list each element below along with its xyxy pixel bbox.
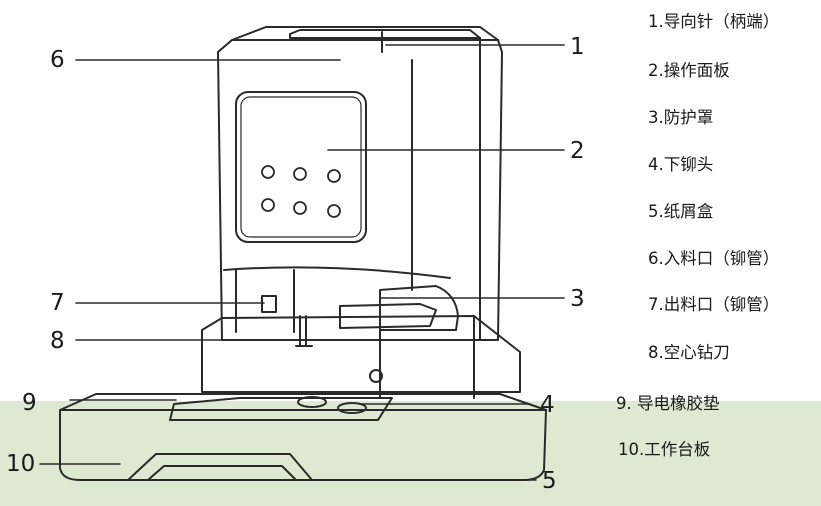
work-plate <box>59 393 547 481</box>
legend-item: 10.工作台板 <box>618 440 711 459</box>
callout-1: 1 <box>570 34 585 60</box>
callout-9: 9 <box>22 390 37 416</box>
panel-button <box>293 167 307 181</box>
protective-cover <box>379 285 459 331</box>
callout-3: 3 <box>570 286 585 312</box>
legend-item: 8.空心钻刀 <box>648 343 730 362</box>
legend-item: 6.入料口（铆管） <box>648 249 780 268</box>
callout-6: 6 <box>50 47 65 73</box>
callout-4: 4 <box>540 392 555 418</box>
highlight-band <box>0 401 821 506</box>
lower-rivet-head <box>297 396 327 408</box>
callout-10: 10 <box>6 451 36 477</box>
legend-item: 7.出料口（铆管） <box>648 295 780 314</box>
legend-item: 4.下铆头 <box>648 155 714 174</box>
callout-7: 7 <box>50 290 65 316</box>
panel-button <box>293 201 307 215</box>
legend-item: 2.操作面板 <box>648 61 730 80</box>
guide-pin <box>377 31 387 53</box>
callout-8: 8 <box>50 328 65 354</box>
panel-button <box>261 198 275 212</box>
top-opening <box>289 29 481 39</box>
top-housing-rim <box>231 26 499 41</box>
control-panel <box>235 91 367 243</box>
callout-2: 2 <box>570 138 585 164</box>
screw <box>369 369 383 383</box>
legend-item: 9. 导电橡胶垫 <box>616 394 720 413</box>
drill-bit <box>295 315 313 347</box>
legend-item: 1.导向针（柄端） <box>648 12 780 31</box>
callout-5: 5 <box>542 468 557 494</box>
panel-button <box>327 169 341 183</box>
outlet-square <box>261 295 277 313</box>
legend-item: 5.纸屑盒 <box>648 202 714 221</box>
scrap-box-handle <box>127 453 313 481</box>
pedestal <box>201 315 521 393</box>
panel-button <box>327 204 341 218</box>
panel-button <box>261 165 275 179</box>
top-housing-front <box>217 39 503 341</box>
legend-item: 3.防护罩 <box>648 108 714 127</box>
